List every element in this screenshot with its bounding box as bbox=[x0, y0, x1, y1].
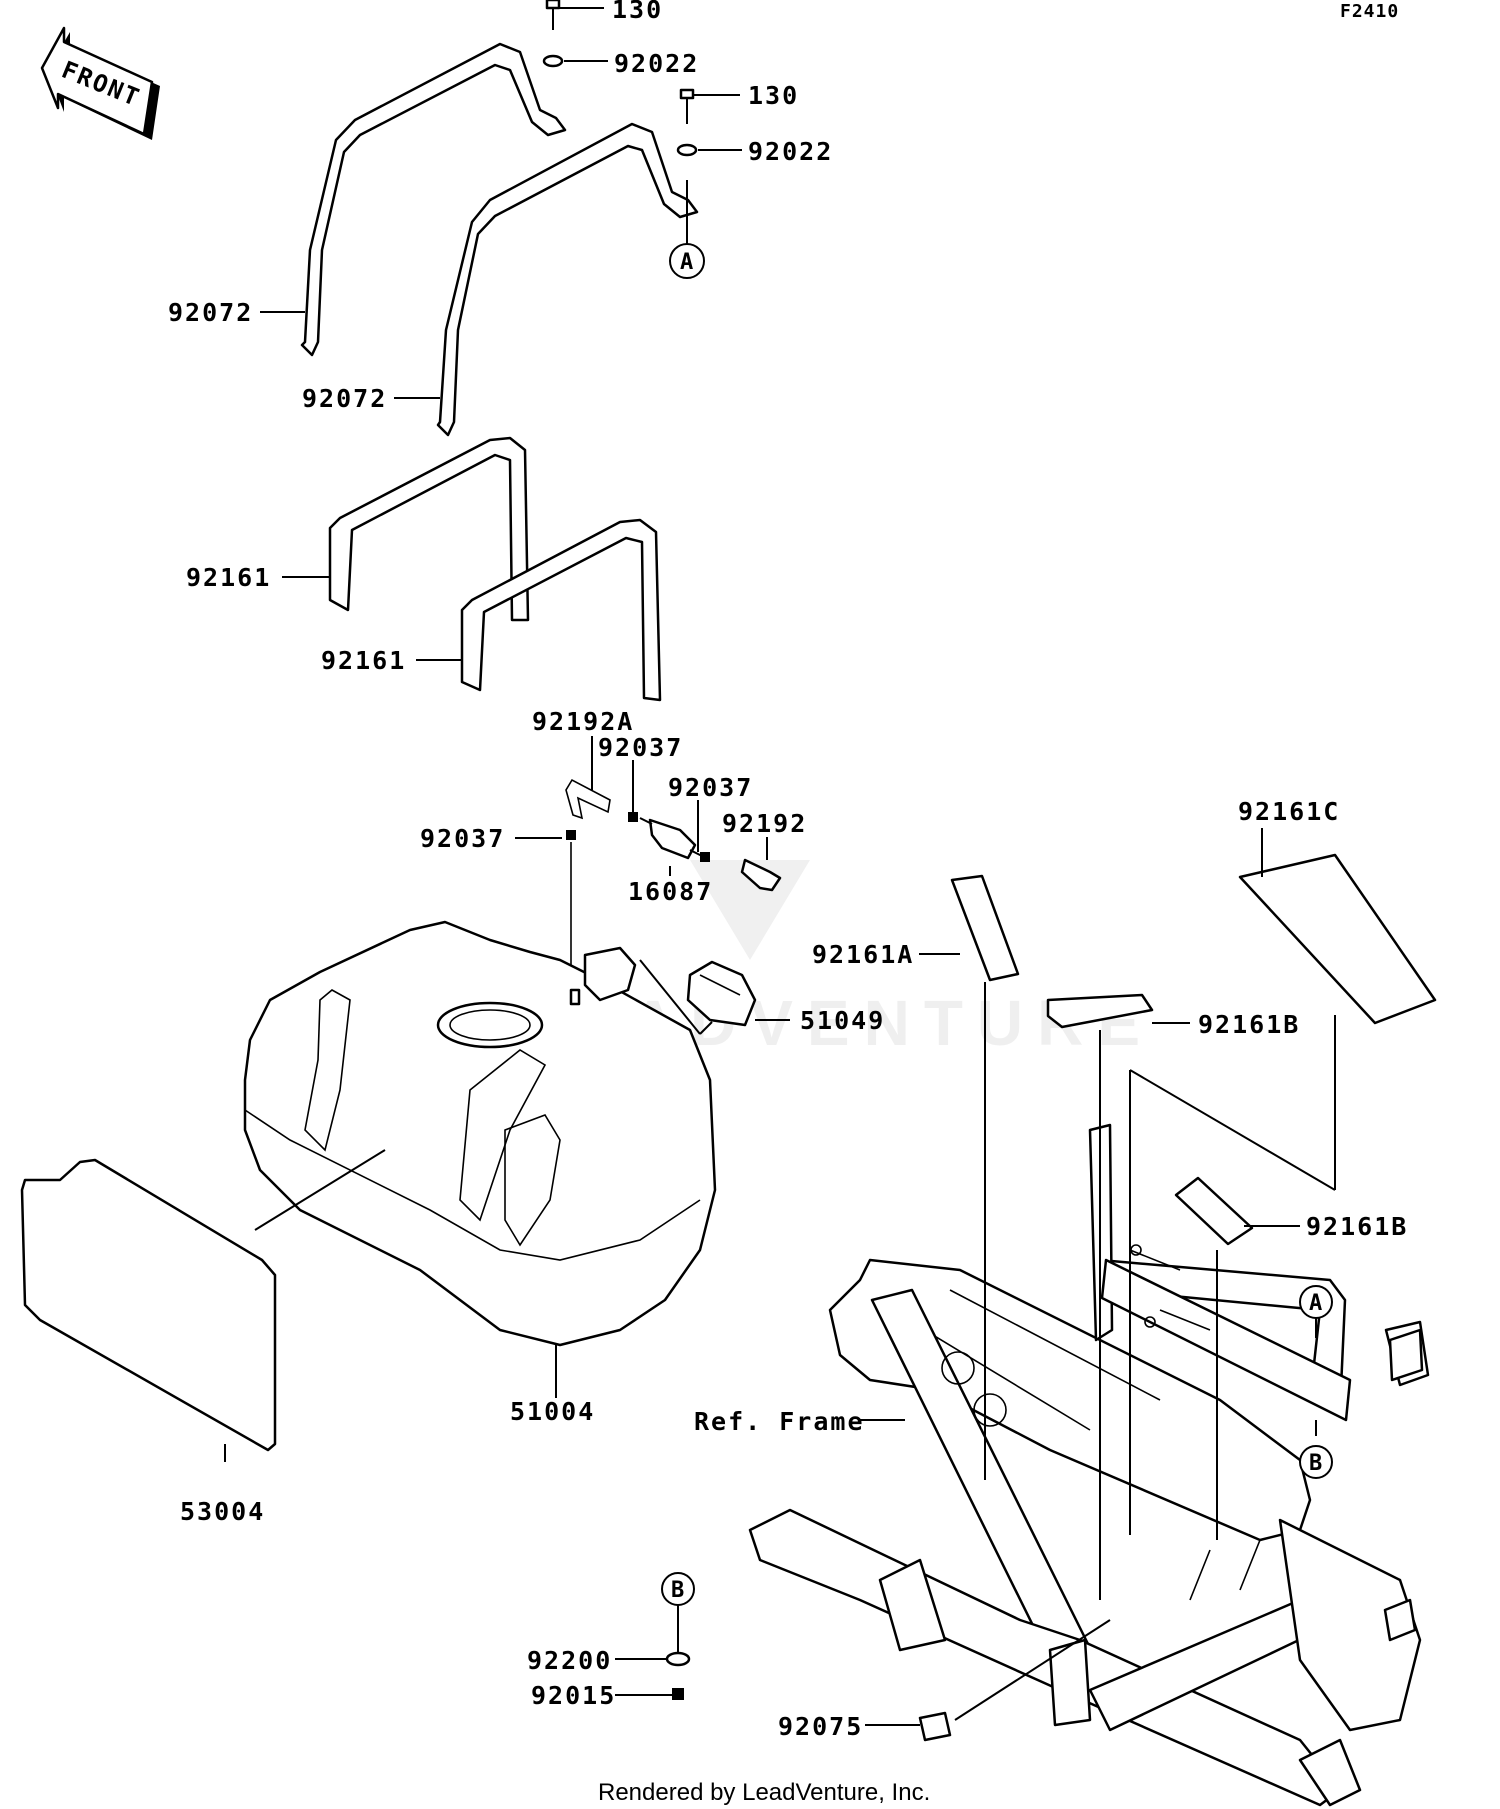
part-label: 92161B bbox=[1198, 1010, 1300, 1039]
clamp-92037-icon bbox=[700, 852, 710, 862]
callout-b: B bbox=[661, 1572, 695, 1606]
callout-b: B bbox=[1299, 1445, 1333, 1479]
part-label: 92192A bbox=[532, 707, 634, 736]
part-label: 51049 bbox=[800, 1006, 885, 1035]
washer-92022-icon bbox=[676, 143, 698, 157]
part-labels: 130 92022 130 92022 92072 92072 92161 92… bbox=[168, 0, 1408, 1741]
figure-code: F2410 bbox=[1340, 1, 1399, 22]
nut-92015-icon bbox=[672, 1688, 684, 1700]
pad-92161b bbox=[1174, 1176, 1254, 1246]
callout-a-label: A bbox=[1309, 1291, 1322, 1316]
callout-a: A bbox=[1299, 1285, 1333, 1319]
valve-16087-icon bbox=[639, 817, 703, 860]
part-label: Ref. Frame bbox=[694, 1407, 865, 1436]
fuel-tank-51004 bbox=[243, 920, 717, 1347]
part-label: 92075 bbox=[778, 1712, 863, 1741]
callout-b-label: B bbox=[1309, 1451, 1322, 1476]
callout-b-label: B bbox=[671, 1578, 684, 1603]
tank-pad-92161 bbox=[328, 436, 530, 622]
part-label: 92161A bbox=[812, 940, 914, 969]
part-label: 92161 bbox=[186, 563, 271, 592]
part-label: 92200 bbox=[527, 1646, 612, 1675]
part-label: 92192 bbox=[722, 809, 807, 838]
part-label: 53004 bbox=[180, 1497, 265, 1526]
watermark-logo-icon bbox=[690, 860, 810, 960]
tank-band-92072 bbox=[436, 122, 699, 437]
tank-band-92072 bbox=[300, 42, 567, 357]
frame-reference bbox=[748, 1123, 1430, 1807]
part-label: 92037 bbox=[420, 824, 505, 853]
pad-92161a bbox=[950, 874, 1020, 982]
hose-92192-icon bbox=[740, 858, 782, 892]
callout-a: A bbox=[669, 243, 705, 279]
part-label: 92037 bbox=[668, 773, 753, 802]
part-label: 92037 bbox=[598, 733, 683, 762]
washer-92022-icon bbox=[542, 54, 564, 68]
part-label: 92161 bbox=[321, 646, 406, 675]
bolt-130-icon bbox=[679, 88, 695, 124]
pad-92161b bbox=[1046, 993, 1154, 1029]
part-label: 130 bbox=[748, 81, 799, 110]
part-label: 92072 bbox=[302, 384, 387, 413]
part-label: 92022 bbox=[614, 49, 699, 78]
tank-pad-92161 bbox=[460, 518, 662, 702]
callout-a-label: A bbox=[680, 250, 693, 275]
bolt-130-icon bbox=[545, 0, 561, 30]
part-label: 92072 bbox=[168, 298, 253, 327]
footer-credit: Rendered by LeadVenture, Inc. bbox=[598, 1779, 930, 1806]
part-label: 51004 bbox=[510, 1397, 595, 1426]
part-label: 92015 bbox=[531, 1681, 616, 1710]
part-label: 16087 bbox=[628, 877, 713, 906]
part-label: 92161B bbox=[1306, 1212, 1408, 1241]
fuel-cap-51049 bbox=[686, 960, 757, 1027]
pad-92075-icon bbox=[918, 1711, 952, 1742]
washer-92200-icon bbox=[665, 1651, 691, 1667]
pad-92161c bbox=[1238, 853, 1437, 1025]
part-label: 130 bbox=[612, 0, 663, 24]
part-label: 92022 bbox=[748, 137, 833, 166]
filler-neck-icon bbox=[583, 946, 637, 1002]
front-arrow-icon: FRONT bbox=[40, 26, 160, 140]
part-label: 92161C bbox=[1238, 797, 1340, 826]
cover-53004 bbox=[20, 1158, 277, 1452]
hose-92192a-icon bbox=[565, 778, 611, 820]
leader-lines bbox=[224, 7, 1336, 1726]
clamp-92037-icon bbox=[628, 812, 638, 822]
